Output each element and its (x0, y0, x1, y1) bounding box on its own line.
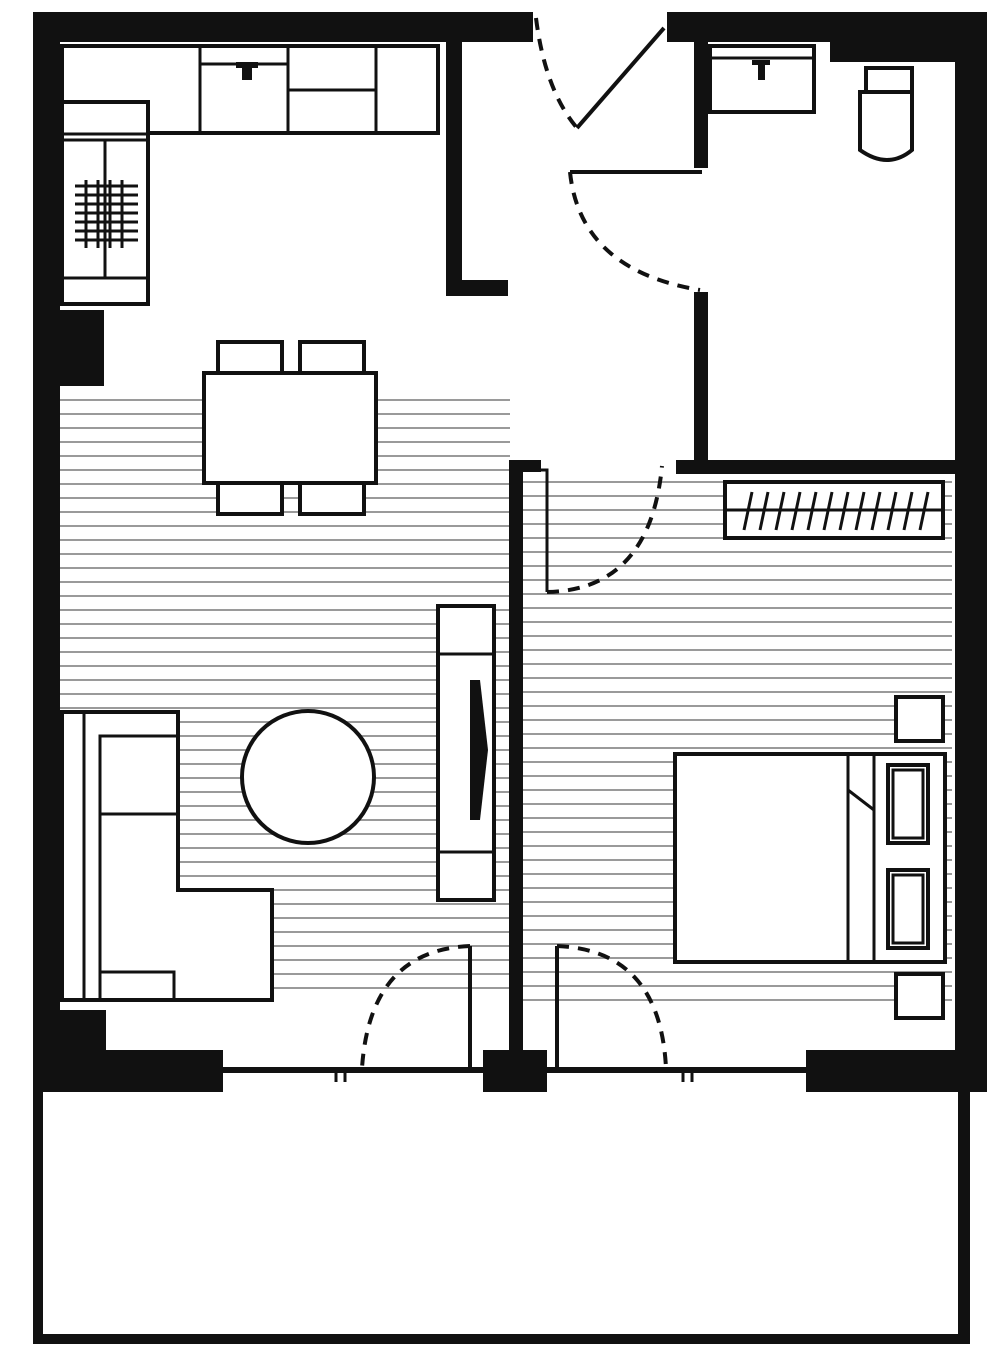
walls (33, 12, 987, 1092)
bathroom (708, 44, 914, 162)
glazing-left (223, 1067, 483, 1073)
wall-right (955, 12, 987, 1092)
dining-area (202, 340, 378, 516)
cooktop-icon (75, 180, 138, 248)
dining-table-icon (202, 371, 378, 485)
tv-icon (470, 680, 488, 820)
balcony-left-rail (33, 1092, 43, 1344)
sink-icon (236, 62, 258, 80)
wardrobe-icon (723, 480, 945, 540)
bedroom-door-leaf (541, 468, 549, 592)
balcony (33, 1092, 970, 1344)
entrance-door-leaf (575, 26, 666, 130)
wall-kitchen-partition (446, 42, 462, 294)
nightstand-icon (894, 695, 945, 743)
living-balcony-door-swing (360, 944, 471, 1069)
wall-left-pier (60, 310, 104, 386)
balcony-bottom-rail (33, 1334, 970, 1344)
pillow-icon (886, 763, 930, 845)
round-table-icon (240, 709, 376, 845)
chair-icon (216, 340, 284, 376)
wall-bedroom-top-stub (509, 460, 541, 472)
wall-kitchen-return (446, 280, 508, 296)
wall-left (33, 12, 60, 1092)
balcony-right-rail (958, 1092, 970, 1344)
entrance-door-swing (534, 17, 579, 130)
wall-bath-lower (694, 292, 708, 472)
chair-icon (298, 340, 366, 376)
doors (334, 17, 702, 1082)
wall-top-right (667, 12, 987, 42)
hinge-marks (334, 1073, 694, 1082)
pillow-icon (886, 868, 930, 950)
bathroom-door-swing (568, 171, 701, 292)
chair-icon (216, 480, 284, 516)
chair-icon (298, 480, 366, 516)
living-area (60, 604, 496, 1002)
wall-bottom-right (806, 1050, 987, 1092)
toilet-icon (858, 66, 914, 162)
wall-top-right-thick (830, 42, 987, 62)
wall-bottom-left (33, 1050, 223, 1092)
nightstand-icon (894, 972, 945, 1020)
wall-bath-upper (694, 42, 708, 168)
bedroom-door-swing (546, 465, 664, 594)
kitchen (60, 44, 440, 306)
wall-bedroom-partition (509, 460, 523, 1060)
wall-bottom-center (483, 1050, 547, 1092)
wall-top-left (33, 12, 533, 42)
sofa-icon (60, 710, 274, 1002)
bed-icon (673, 752, 947, 964)
bedroom-balcony-door-swing (556, 944, 668, 1069)
bedroom (673, 480, 947, 1020)
wall-bath-bottom (676, 460, 957, 474)
glazing-right (547, 1067, 806, 1073)
